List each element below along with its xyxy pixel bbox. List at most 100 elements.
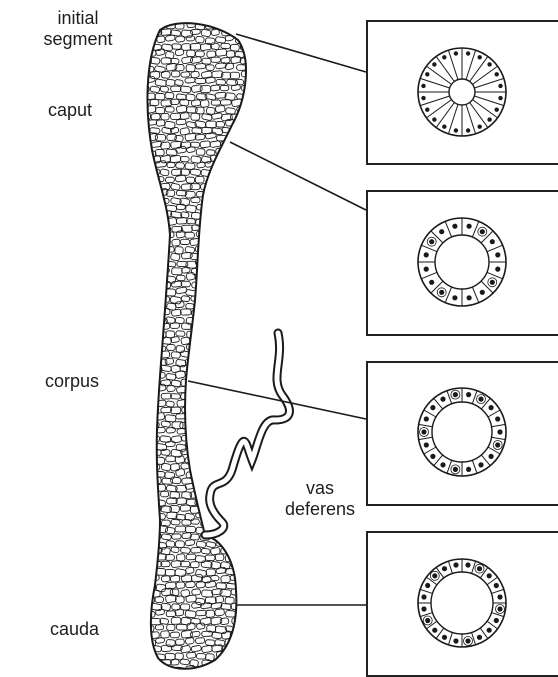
duct-cell — [181, 673, 190, 677]
duct-cell — [195, 483, 204, 491]
cell-nucleus — [421, 594, 426, 599]
duct-cell — [241, 169, 251, 178]
duct-cell — [195, 469, 204, 476]
duct-cell — [201, 463, 211, 469]
duct-cell — [216, 498, 226, 505]
duct-cell — [209, 674, 219, 677]
cell-nucleus — [424, 442, 429, 447]
duct-cell — [216, 216, 226, 223]
leader-line-initial-segment — [236, 34, 366, 72]
duct-cell — [246, 652, 255, 659]
duct-cell — [246, 205, 256, 213]
duct-cell — [206, 204, 214, 210]
duct-cell — [200, 407, 210, 413]
cell-nucleus — [429, 280, 434, 285]
duct-cell — [245, 359, 255, 367]
duct-cell — [245, 49, 256, 57]
duct-cell — [246, 414, 256, 420]
duct-cell — [240, 646, 250, 654]
cell-nucleus — [495, 252, 500, 257]
cell-nucleus — [442, 566, 447, 571]
cell-nucleus — [452, 295, 457, 300]
duct-cell — [190, 392, 201, 401]
duct-cell — [210, 407, 219, 415]
duct-cell — [202, 351, 213, 357]
duct-cell — [222, 352, 231, 359]
duct-cell — [140, 225, 150, 233]
duct-cell — [220, 365, 230, 372]
duct-cell — [236, 484, 245, 490]
tubule-lumen — [449, 79, 475, 105]
duct-cell — [226, 233, 235, 239]
duct-cell — [205, 371, 215, 378]
duct-cell — [146, 667, 157, 673]
duct-cell — [246, 261, 256, 270]
duct-cell — [146, 441, 155, 448]
cell-nucleus — [425, 72, 429, 76]
duct-cell — [235, 541, 246, 548]
duct-cell — [246, 399, 256, 406]
duct-cell — [140, 169, 151, 176]
duct-cell — [141, 309, 152, 316]
duct-cell — [246, 92, 256, 99]
cell-nucleus — [424, 267, 429, 272]
duct-cell — [190, 407, 201, 415]
duct-cell — [230, 506, 240, 513]
duct-cell — [220, 169, 230, 175]
duct-cell — [145, 22, 155, 28]
duct-cell — [146, 328, 155, 335]
duct-cell — [146, 483, 156, 490]
duct-cell — [221, 198, 231, 204]
duct-cell — [146, 524, 156, 532]
duct-cell — [230, 365, 240, 373]
duct-cell — [151, 225, 162, 233]
cell-nucleus — [478, 462, 483, 467]
duct-cell — [215, 164, 224, 171]
duct-cell — [235, 162, 245, 170]
duct-cell — [246, 582, 255, 588]
duct-cell — [197, 345, 206, 351]
duct-cell — [211, 323, 220, 330]
duct-cell — [200, 239, 209, 246]
cell-nucleus — [425, 108, 429, 112]
duct-cell — [225, 654, 234, 660]
cell-nucleus — [452, 224, 457, 229]
duct-cell — [246, 428, 257, 436]
duct-cell — [225, 499, 235, 506]
duct-cell — [202, 324, 211, 331]
duct-cell — [205, 232, 215, 240]
duct-cell — [221, 323, 231, 328]
duct-cell — [186, 387, 197, 395]
duct-cell — [150, 352, 160, 360]
duct-cell — [211, 352, 222, 359]
cell-nucleus — [495, 416, 500, 421]
duct-cell — [186, 413, 196, 421]
cell-nucleus — [424, 252, 429, 257]
duct-cell — [146, 567, 157, 574]
duct-cell — [142, 575, 151, 583]
duct-cell — [220, 184, 230, 192]
duct-cell — [221, 254, 230, 260]
cell-nucleus — [453, 562, 458, 567]
duct-cell — [225, 358, 235, 365]
duct-cell — [230, 168, 242, 177]
duct-cell — [241, 352, 251, 361]
duct-cell — [140, 266, 150, 273]
cell-nucleus — [465, 562, 470, 567]
cross-section-cauda — [418, 559, 506, 647]
duct-cell — [226, 190, 235, 196]
duct-cell — [201, 478, 212, 484]
duct-cell — [146, 359, 156, 366]
duct-cell — [151, 280, 161, 287]
duct-cell — [241, 407, 252, 413]
duct-cell — [242, 225, 250, 231]
duct-cell — [235, 22, 246, 28]
duct-cell — [152, 240, 160, 246]
duct-cell — [231, 210, 243, 218]
cell-nucleus — [497, 594, 502, 599]
duct-cell — [146, 541, 155, 548]
duct-cell — [230, 323, 239, 330]
duct-cell — [240, 254, 249, 261]
duct-cell — [215, 440, 227, 448]
cell-nucleus — [432, 573, 437, 578]
